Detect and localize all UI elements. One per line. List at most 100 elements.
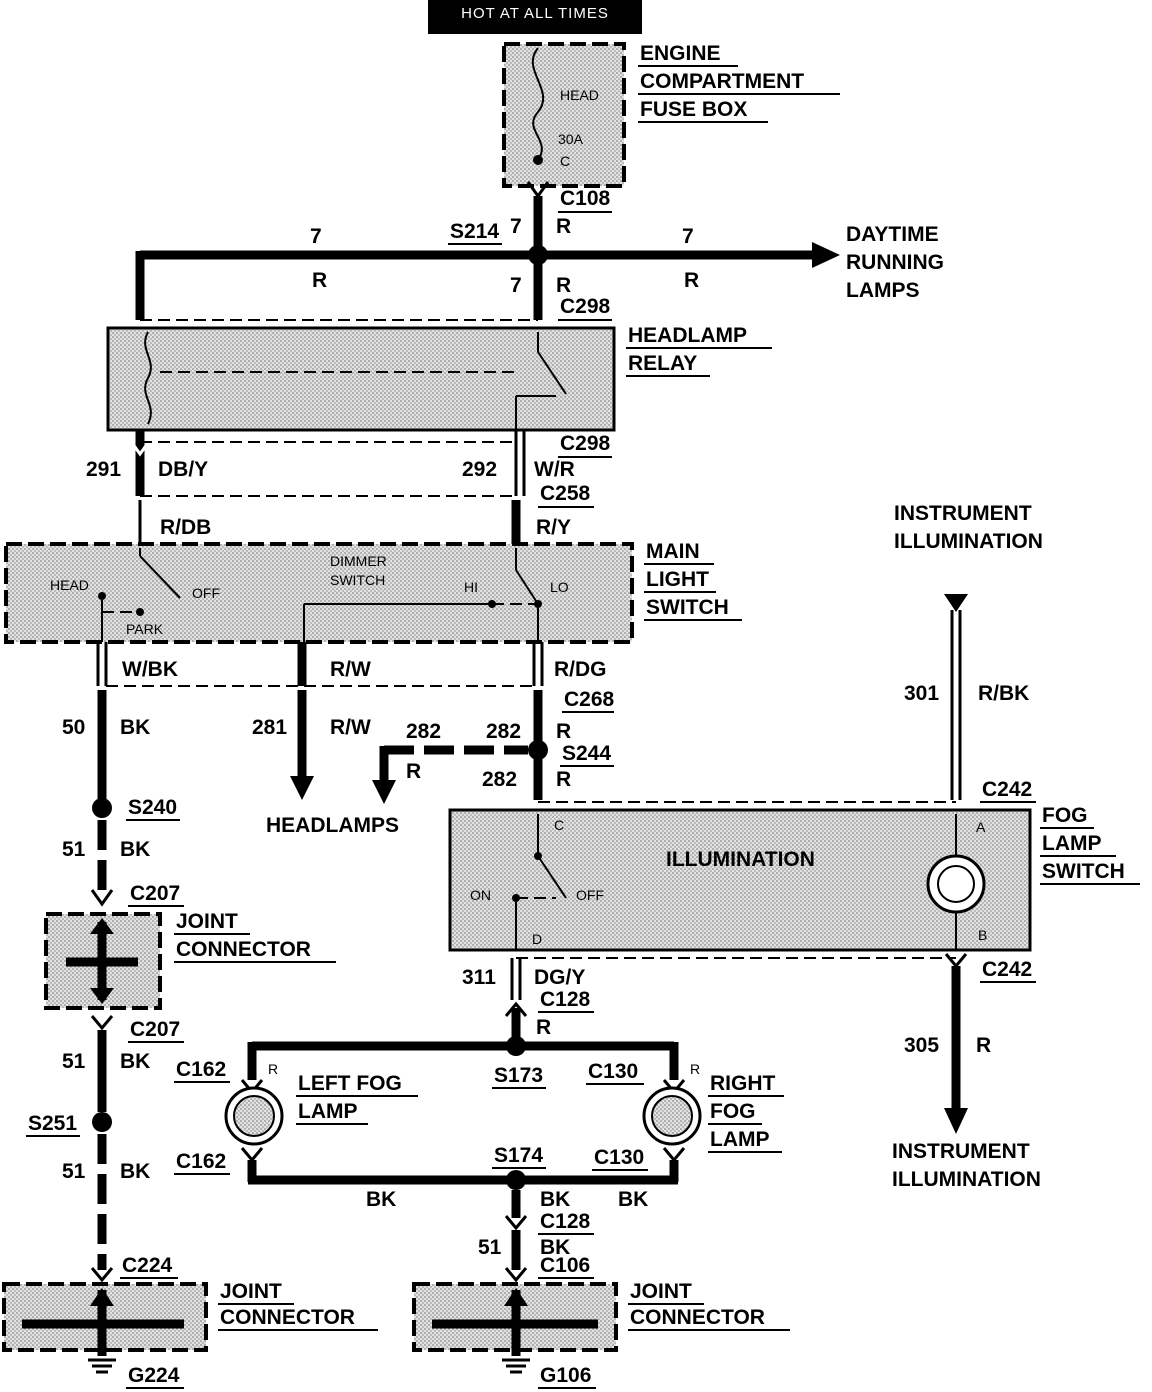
left-fog-label-2: LAMP [298, 1100, 358, 1123]
joint-1-label-1: JOINT [176, 910, 238, 933]
c108-label: C108 [560, 187, 611, 210]
relay-label-2: RELAY [628, 352, 697, 375]
fuse-icon [531, 47, 545, 161]
wire-292: 292 [462, 458, 497, 481]
right-fog-label-3: LAMP [710, 1128, 770, 1151]
wire-7-mid: 7 [510, 274, 522, 297]
daytime-label-1: DAYTIME [846, 223, 939, 246]
fog-pos-off: OFF [576, 887, 604, 903]
headlamps-arrow-icon [290, 776, 314, 800]
wire-282b: 282 [486, 720, 521, 743]
wire-7-top-color: R [556, 215, 571, 238]
feed-circuit-7: 7 R S214 7 R 7 R 7 R [135, 196, 840, 320]
fog-switch-contact-icon [537, 855, 567, 899]
circuit-305: C242 305 R INSTRUMENT ILLUMINATION [892, 953, 1041, 1191]
c298-top-label: C298 [560, 295, 611, 318]
wire-51b: 51 [62, 1050, 86, 1073]
c242-top-label: C242 [982, 778, 1032, 801]
ground-g106: G106 [540, 1364, 591, 1387]
c128-bottom-label: C128 [540, 1210, 591, 1233]
instrument-top-label-1: INSTRUMENT [894, 502, 1032, 525]
joint-2-label-2: CONNECTOR [220, 1306, 355, 1329]
wire-7-right: 7 [682, 225, 694, 248]
daytime-label-3: LAMPS [846, 279, 920, 302]
wire-282c-color: R [556, 768, 571, 791]
splice-s174-dot [506, 1170, 526, 1190]
splice-s214: S214 [450, 220, 499, 243]
wire-282c: 282 [482, 768, 517, 791]
connector-c298-top: C298 [140, 295, 612, 321]
instrument-bottom-label-1: INSTRUMENT [892, 1140, 1030, 1163]
c268-label: C268 [564, 688, 615, 711]
dimmer-label-1: DIMMER [330, 553, 387, 569]
pos-hi: HI [464, 579, 478, 595]
fog-pin-b: B [978, 927, 987, 943]
wire-rw-color: R/W [330, 658, 371, 681]
joint-1-label-2: CONNECTOR [176, 938, 311, 961]
fuse-box-label-3: FUSE BOX [640, 98, 747, 121]
instrument-illumination-input: INSTRUMENT ILLUMINATION 301 R/BK C242 [894, 502, 1043, 803]
wire-50-color: BK [120, 716, 150, 739]
right-fog-wire-color: R [690, 1061, 700, 1077]
right-fog-label-1: RIGHT [710, 1072, 776, 1095]
joint-3-label-1: JOINT [630, 1280, 692, 1303]
main-switch-label-1: MAIN [646, 540, 700, 563]
wire-291: 291 [86, 458, 121, 481]
joint-connector-1: JOINT CONNECTOR [44, 910, 336, 1010]
headlamp-relay: HEADLAMP RELAY [106, 324, 772, 432]
wire-282a: 282 [406, 720, 441, 743]
c258-label: C258 [540, 482, 591, 505]
c128-top-label: C128 [540, 988, 591, 1011]
joint-connector-3: JOINT CONNECTOR G106 [412, 1280, 790, 1389]
c106-label: C106 [540, 1254, 590, 1277]
dimmer-label-2: SWITCH [330, 572, 385, 588]
left-ground-branch: 50 BK S240 51 BK C207 [62, 690, 184, 907]
wire-311: 311 [462, 966, 496, 989]
fog-lamp-switch: C D ON OFF ILLUMINATION A B FOG LAMP SWI… [448, 804, 1140, 959]
wire-291-color: DB/Y [158, 458, 208, 481]
pos-off: OFF [192, 585, 220, 601]
wire-7-right-color: R [684, 269, 699, 292]
daytime-arrow-icon [812, 242, 840, 268]
dimmer-contact-icon [515, 569, 539, 605]
wire-rdg-color: R/DG [554, 658, 607, 681]
wire-311-color: DG/Y [534, 966, 585, 989]
relay-label-1: HEADLAMP [628, 324, 747, 347]
fuse-terminal: C [560, 153, 570, 169]
headlamps-branch: 281 R/W HEADLAMPS [252, 690, 399, 837]
wire-7-mid-color: R [556, 274, 571, 297]
joint-arrow-up-icon [90, 918, 114, 934]
wire-51d: 51 [478, 1236, 502, 1259]
wire-ry-color: R/Y [536, 516, 571, 539]
c224-label: C224 [122, 1254, 173, 1277]
splice-s244: S244 [562, 742, 611, 765]
fog-illumination-label: ILLUMINATION [666, 848, 815, 871]
engine-compartment-fuse-box: HEAD 30A C ENGINE COMPARTMENT FUSE BOX [502, 42, 840, 188]
fog-pos-on: ON [470, 887, 491, 903]
fuse-rating: 30A [558, 131, 584, 147]
fog-switch-label-3: SWITCH [1042, 860, 1125, 883]
main-light-switch: HEAD PARK OFF DIMMER SWITCH HI LO MAIN L… [4, 540, 742, 644]
relay-coil-icon [144, 331, 152, 425]
fuse-box-label-2: COMPARTMENT [640, 70, 804, 93]
left-ground-branch-lower: C207 51 BK S251 51 BK C224 [26, 1015, 184, 1283]
main-switch-label-2: LIGHT [646, 568, 709, 591]
relay-contact-icon [537, 351, 567, 395]
wire-51b-color: BK [120, 1050, 150, 1073]
fog-switch-bulb-icon [926, 854, 986, 914]
circuit-282: 282 282 R R S244 282 R [372, 690, 956, 804]
wire-282b-color: R [556, 720, 571, 743]
splice-s251-dot [92, 1112, 112, 1132]
splice-s240: S240 [128, 796, 177, 819]
joint-2-label-1: JOINT [220, 1280, 282, 1303]
c162-bottom-label: C162 [176, 1150, 226, 1173]
splice-s173: S173 [494, 1064, 543, 1087]
right-fog-lamp: R C130 RIGHT FOG LAMP C130 [586, 1060, 784, 1171]
left-fog-lamp: R C162 LEFT FOG LAMP C162 [174, 1058, 418, 1175]
wire-bk-mid: BK [540, 1188, 570, 1211]
left-fog-wire-color: R [268, 1061, 278, 1077]
wire-51c-color: BK [120, 1160, 150, 1183]
ground-g224: G224 [128, 1364, 180, 1387]
fog-pin-d: D [532, 931, 542, 947]
fog-lamp-ground-return: S174 BK BK BK C128 51 BK C106 [247, 1144, 679, 1283]
